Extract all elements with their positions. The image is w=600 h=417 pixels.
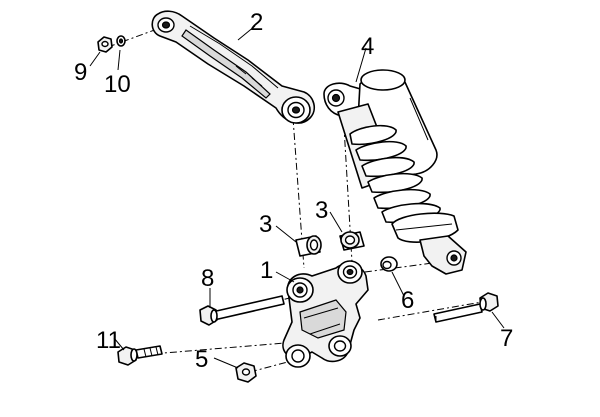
callouts: 2 4 9 10 3 3 1 8 6 7 11 5 [74,9,513,373]
callout-5: 5 [195,346,208,373]
connecting-link [151,10,316,124]
callout-1: 1 [260,257,273,284]
bushing-3-right [339,231,365,251]
callout-2: 2 [250,9,263,36]
washer-10 [116,35,126,47]
callout-8: 8 [201,265,214,292]
shock-absorber [323,69,467,275]
axis-bolt7 [377,301,483,321]
callout-9: 9 [74,59,87,86]
callout-3-right: 3 [315,197,328,224]
axis-nut9 [107,27,161,48]
callout-7: 7 [500,325,513,352]
rocker-plate [282,260,369,368]
nut-5 [235,362,257,383]
bushing-3-left [295,235,322,257]
callout-11: 11 [96,327,121,354]
callout-3-left: 3 [259,211,272,238]
nut-9 [97,36,113,53]
leader-lines [89,25,505,369]
spacer-6 [380,256,398,272]
callout-4: 4 [361,33,374,60]
callout-10: 10 [104,71,131,98]
bolt-8 [199,295,285,326]
callout-6: 6 [401,287,414,314]
bolt-11 [117,345,163,366]
bolt-7 [433,292,499,323]
